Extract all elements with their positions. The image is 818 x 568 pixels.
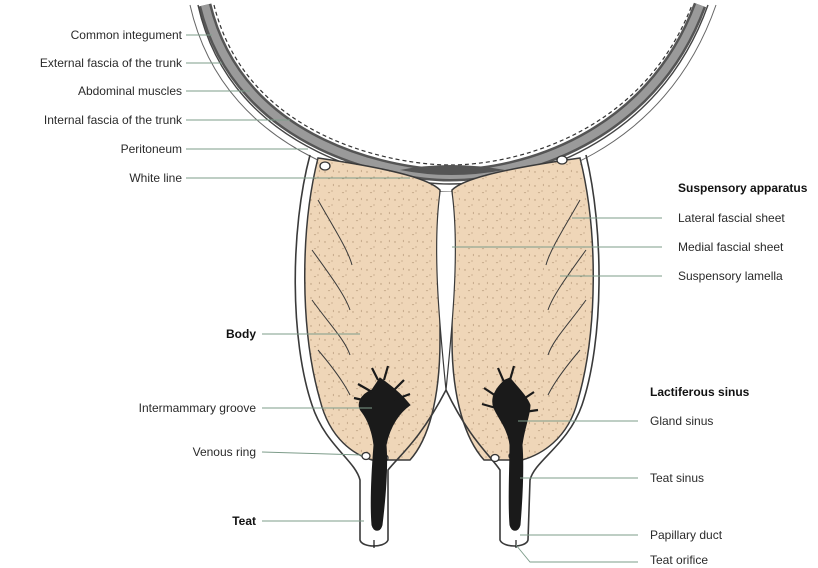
label-suspensory-lamella: Suspensory lamella	[678, 269, 783, 283]
label-external-fascia: External fascia of the trunk	[40, 56, 182, 70]
label-teat: Teat	[232, 514, 256, 528]
abdominal-wall	[190, 5, 716, 192]
label-venous-ring: Venous ring	[193, 445, 256, 459]
label-peritoneum: Peritoneum	[121, 142, 182, 156]
label-papillary-duct: Papillary duct	[650, 528, 722, 542]
heading-suspensory-apparatus: Suspensory apparatus	[678, 181, 807, 195]
label-gland-sinus: Gland sinus	[650, 414, 713, 428]
label-common-integument: Common integument	[71, 28, 182, 42]
heading-lactiferous-sinus: Lactiferous sinus	[650, 385, 749, 399]
label-intermammary-groove: Intermammary groove	[139, 401, 256, 415]
label-white-line: White line	[129, 171, 182, 185]
label-medial-fascial-sheet: Medial fascial sheet	[678, 240, 783, 254]
label-body: Body	[226, 327, 256, 341]
label-internal-fascia: Internal fascia of the trunk	[44, 113, 182, 127]
label-lateral-fascial-sheet: Lateral fascial sheet	[678, 211, 785, 225]
label-teat-sinus: Teat sinus	[650, 471, 704, 485]
label-teat-orifice: Teat orifice	[650, 553, 708, 567]
label-abdominal-muscles: Abdominal muscles	[78, 84, 182, 98]
